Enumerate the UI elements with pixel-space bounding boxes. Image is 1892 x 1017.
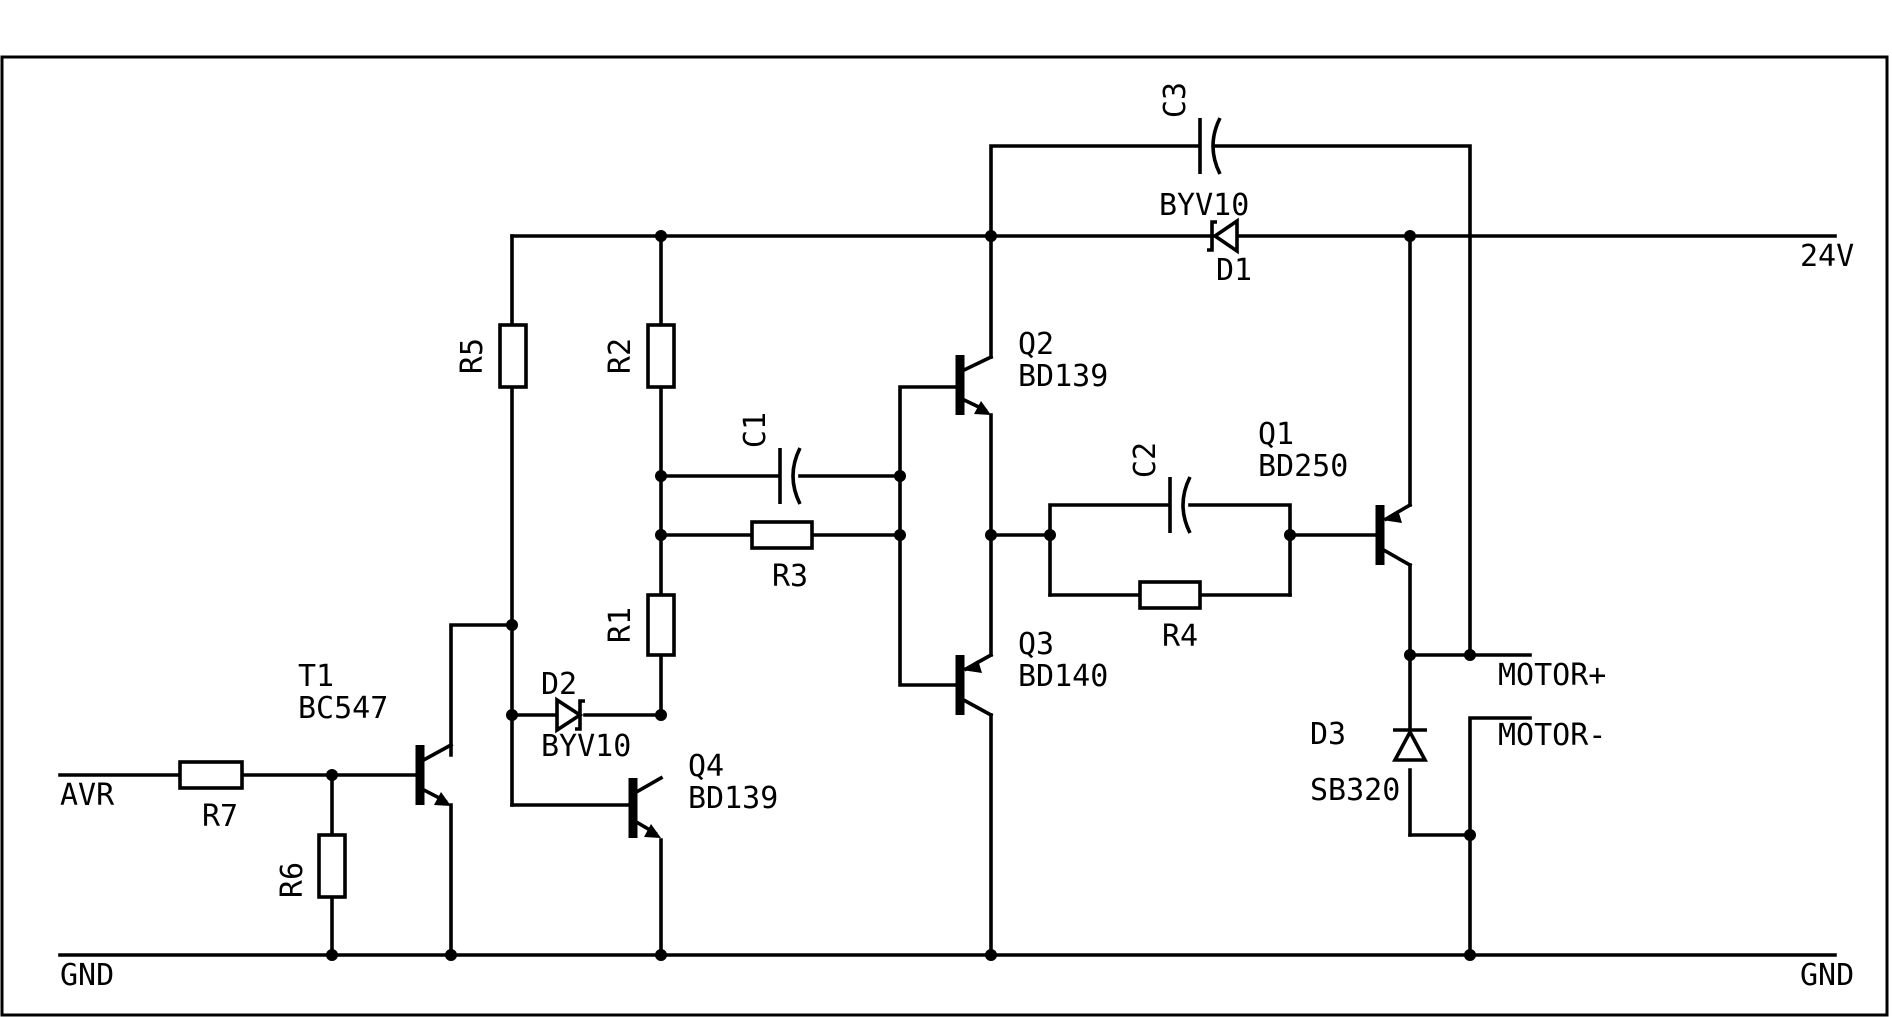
c1-label: C1 bbox=[738, 412, 773, 448]
transistor-q3: Q3 BD140 bbox=[955, 627, 1108, 718]
diode-d2: D2 BYV10 bbox=[541, 667, 631, 764]
q1-label: Q1 bbox=[1258, 417, 1294, 452]
d3-label: D3 bbox=[1310, 717, 1346, 752]
capacitor-c3: C3 bbox=[1158, 82, 1222, 175]
d1-value: BYV10 bbox=[1159, 188, 1249, 223]
q2-value: BD139 bbox=[1018, 359, 1108, 394]
resistor-r6: R6 bbox=[275, 833, 347, 899]
capacitor-c1: C1 bbox=[738, 412, 802, 505]
q2-label: Q2 bbox=[1018, 327, 1054, 362]
q4-label: Q4 bbox=[688, 749, 724, 784]
transistor-q4: Q4 BD139 bbox=[628, 749, 778, 838]
resistor-r4: R4 bbox=[1138, 580, 1202, 654]
resistor-r1: R1 bbox=[603, 593, 676, 657]
transistor-t1: T1 BC547 bbox=[298, 659, 454, 806]
t1-value: BC547 bbox=[298, 691, 388, 726]
capacitor-c2: C2 bbox=[1128, 442, 1192, 534]
junction-dots bbox=[326, 230, 1476, 961]
t1-label: T1 bbox=[298, 659, 334, 694]
resistor-r2: R2 bbox=[603, 323, 676, 389]
resistor-r7: R7 bbox=[178, 760, 244, 834]
q3-label: Q3 bbox=[1018, 627, 1054, 662]
resistor-r5: R5 bbox=[455, 323, 528, 389]
c3-label: C3 bbox=[1158, 82, 1193, 118]
net-label-gnd-left: GND bbox=[60, 958, 114, 993]
net-label-avr: AVR bbox=[60, 778, 115, 813]
r5-label: R5 bbox=[455, 338, 490, 374]
transistor-q1: Q1 BD250 bbox=[1258, 417, 1413, 568]
d3-value: SB320 bbox=[1310, 773, 1400, 808]
net-label-motor-plus: MOTOR+ bbox=[1498, 658, 1606, 693]
resistor-r3: R3 bbox=[750, 520, 814, 594]
r4-label: R4 bbox=[1162, 619, 1198, 654]
net-label-motor-minus: MOTOR- bbox=[1498, 718, 1606, 753]
r7-label: R7 bbox=[202, 799, 238, 834]
r3-label: R3 bbox=[772, 559, 808, 594]
c2-label: C2 bbox=[1128, 442, 1163, 478]
r2-label: R2 bbox=[603, 338, 638, 374]
d2-label: D2 bbox=[541, 667, 577, 702]
diode-d1: BYV10 D1 bbox=[1159, 188, 1252, 288]
r1-label: R1 bbox=[603, 607, 638, 643]
q3-value: BD140 bbox=[1018, 659, 1108, 694]
d2-value: BYV10 bbox=[541, 729, 631, 764]
net-label-24v: 24V bbox=[1800, 239, 1854, 274]
diode-d3: D3 SB320 bbox=[1310, 717, 1429, 808]
r6-label: R6 bbox=[275, 862, 310, 898]
d1-label: D1 bbox=[1216, 253, 1252, 288]
transistor-q2: Q2 BD139 bbox=[955, 327, 1108, 415]
drawing-frame bbox=[0, 55, 1889, 1017]
net-label-gnd-right: GND bbox=[1800, 958, 1854, 993]
q4-value: BD139 bbox=[688, 781, 778, 816]
q1-value: BD250 bbox=[1258, 449, 1348, 484]
